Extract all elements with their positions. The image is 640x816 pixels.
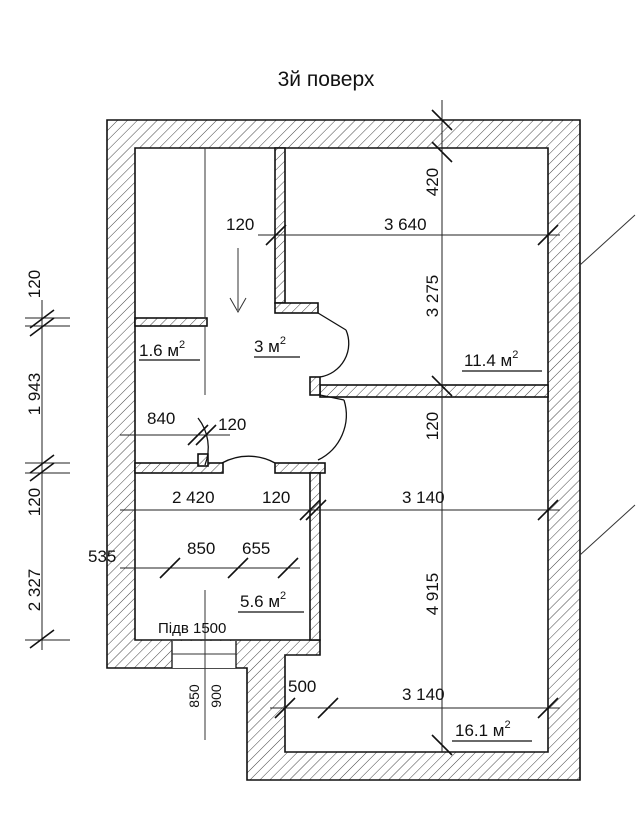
plan-title: 3й поверх	[278, 68, 375, 91]
dim-4915: 4 915	[423, 573, 442, 616]
tick	[227, 557, 249, 579]
dim-left-1943: 1 943	[25, 373, 44, 416]
tick	[29, 462, 55, 482]
interior-wall-c	[319, 384, 549, 398]
dim-850: 850	[187, 539, 215, 558]
door-hall-room	[317, 312, 350, 378]
tick	[265, 224, 287, 246]
tick	[537, 224, 559, 246]
leader-bottom	[579, 504, 636, 556]
door-storage	[197, 417, 209, 466]
interior-wall-a	[274, 147, 286, 304]
svg-text:11.4 м2: 11.4 м2	[464, 349, 518, 370]
area-bath: 5.6 м2	[238, 590, 304, 613]
outer-wall	[106, 119, 581, 781]
interior-wall-f	[274, 462, 326, 474]
dim-3140-bottom: 3 140	[402, 685, 445, 704]
interior-wall-g	[309, 472, 321, 641]
dim-500: 500	[288, 677, 316, 696]
interior-wall-d	[134, 317, 208, 327]
dim-900-vertical: 900	[208, 684, 224, 708]
interior-wall-b	[274, 302, 319, 314]
tick	[431, 375, 453, 397]
door-jamb-b	[197, 453, 209, 467]
svg-text:3 м2: 3 м2	[254, 335, 286, 356]
dim-left-2327: 2 327	[25, 569, 44, 612]
svg-text:1.6 м2: 1.6 м2	[139, 339, 185, 360]
dim-3140-top: 3 140	[402, 488, 445, 507]
tick	[195, 424, 217, 446]
dim-420: 420	[423, 168, 442, 196]
tick	[299, 499, 321, 521]
dim-840: 840	[147, 409, 175, 428]
tick	[431, 141, 453, 163]
area-room-top: 11.4 м2	[462, 349, 542, 372]
dim-left-120-b: 120	[25, 488, 44, 516]
area-storage: 1.6 м2	[139, 339, 200, 361]
dim-120-row: 120	[262, 488, 290, 507]
door-bath	[221, 455, 276, 464]
door-jamb-a	[309, 376, 321, 396]
dim-850-vertical: 850	[186, 684, 202, 708]
tick	[29, 454, 55, 474]
tick	[29, 629, 55, 649]
dim-3640: 3 640	[384, 215, 427, 234]
tick	[537, 499, 559, 521]
interior-wall-e	[134, 462, 224, 474]
tick	[277, 557, 299, 579]
hall-arrow-head	[229, 297, 247, 314]
dim-120-top: 120	[226, 215, 254, 234]
leader-top	[579, 214, 636, 266]
tick	[537, 697, 559, 719]
area-hall: 3 м2	[254, 335, 300, 358]
dim-120-small: 120	[218, 415, 246, 434]
door-room-bottom	[317, 394, 347, 461]
tick	[317, 697, 339, 719]
dim-3275: 3 275	[423, 275, 442, 318]
tick	[305, 499, 327, 521]
tick	[187, 424, 209, 446]
tick	[29, 309, 55, 329]
area-room-bottom: 16.1 м2	[452, 719, 532, 742]
svg-text:5.6 м2: 5.6 м2	[240, 590, 286, 611]
dim-535: 535	[88, 547, 116, 566]
tick	[431, 734, 453, 756]
dim-2420: 2 420	[172, 488, 215, 507]
dim-120-mid: 120	[423, 412, 442, 440]
dim-left-120-a: 120	[25, 270, 44, 298]
dim-655: 655	[242, 539, 270, 558]
sill-label: Підв 1500	[158, 620, 226, 637]
svg-text:16.1 м2: 16.1 м2	[455, 719, 511, 740]
tick	[274, 697, 296, 719]
tick	[159, 557, 181, 579]
tick	[29, 317, 55, 337]
tick	[431, 109, 453, 131]
